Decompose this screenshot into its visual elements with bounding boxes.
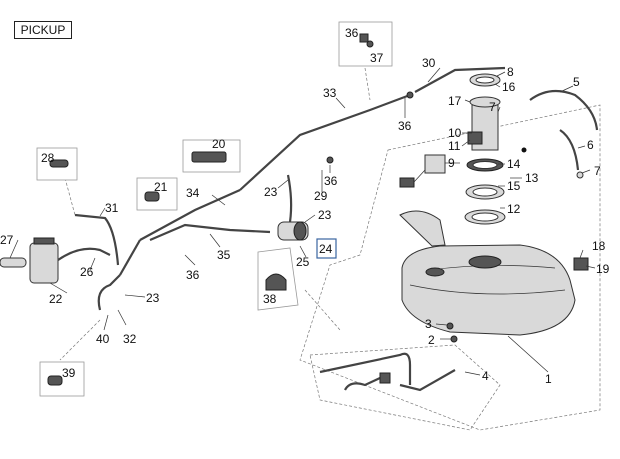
callout-36c: 36 [324, 174, 338, 188]
callout-18: 18 [592, 239, 606, 253]
callout-22: 22 [49, 292, 63, 306]
callout-23c: 23 [146, 291, 160, 305]
callout-33: 33 [323, 86, 337, 100]
breather-hose-5 [529, 89, 599, 131]
callout-8: 8 [507, 65, 514, 79]
bolts-2-3 [446, 322, 458, 343]
leader-lines [9, 67, 596, 376]
canister-hose-40-32 [97, 274, 121, 311]
callout-39: 39 [62, 366, 76, 380]
fuel-level-sender-9 [424, 154, 446, 174]
callout-11: 11 [448, 139, 461, 153]
callout-10: 10 [448, 126, 462, 140]
clip-21 [144, 191, 160, 202]
fuel-line-35b [149, 223, 271, 242]
highlight-box-24 [316, 238, 337, 259]
carbon-canister-22 [29, 242, 59, 284]
canister-hose-31 [74, 213, 120, 266]
callout-23a: 23 [264, 185, 278, 199]
section-title: PICKUP [14, 21, 72, 39]
callout-6: 6 [587, 138, 594, 152]
callout-38: 38 [263, 292, 277, 306]
callout-16: 16 [502, 80, 516, 94]
callout-29: 29 [314, 189, 328, 203]
callout-7a: 7 [594, 164, 601, 178]
ring-14-inner [472, 161, 498, 169]
tank-pump-opening [468, 255, 502, 269]
callout-35: 35 [217, 248, 231, 262]
callout-12: 12 [507, 202, 521, 216]
callout-36a: 36 [345, 26, 359, 40]
tank-filler-neck [399, 210, 446, 247]
callout-7b: 7 [489, 100, 496, 114]
canister-hose-26 [57, 247, 111, 261]
callout-23b: 23 [318, 208, 332, 222]
fuel-tank-rib [409, 284, 566, 295]
clip-38 [265, 273, 287, 291]
callout-36b: 36 [398, 119, 412, 133]
callout-17: 17 [448, 94, 462, 108]
callout-labels: 1 2 3 4 5 6 7 7 8 9 10 11 12 13 14 15 16… [0, 26, 610, 386]
hose-kit-outline [309, 344, 501, 431]
dash-leader-36-37 [364, 67, 371, 101]
callout-21: 21 [154, 180, 168, 194]
callout-19: 19 [596, 262, 610, 276]
callout-3: 3 [425, 317, 432, 331]
fuel-tank [401, 244, 576, 336]
callout-1: 1 [545, 372, 552, 386]
callout-28: 28 [41, 151, 55, 165]
callout-4: 4 [482, 369, 489, 383]
marker-dot [521, 147, 527, 153]
fuel-line-35 [119, 239, 141, 276]
callout-25: 25 [296, 255, 310, 269]
hose-kit-4 [319, 352, 412, 385]
hose-27 [0, 257, 27, 268]
dash-leader-28 [64, 177, 76, 216]
callout-2: 2 [428, 333, 435, 347]
bracket-18-19 [573, 257, 589, 271]
ring-8-16-inner [475, 76, 495, 84]
callout-30: 30 [422, 56, 436, 70]
tank-sensor-opening [425, 267, 445, 277]
dash-leader-39 [59, 319, 101, 361]
callout-36d: 36 [186, 268, 200, 282]
callout-13: 13 [525, 171, 539, 185]
dash-leader-38 [304, 289, 341, 331]
clip-39 [47, 375, 63, 386]
part-box-36-37 [338, 21, 393, 67]
ring-15-inner [472, 187, 498, 197]
callout-24: 24 [319, 242, 333, 256]
fuel-line-33 [239, 93, 411, 191]
callout-34: 34 [186, 186, 200, 200]
callout-37: 37 [370, 51, 384, 65]
callout-27: 27 [0, 233, 14, 247]
pump-module-filter [467, 131, 483, 145]
callout-15: 15 [507, 179, 521, 193]
sender-connector [399, 177, 415, 188]
callout-32: 32 [123, 332, 137, 346]
clamp-20 [191, 151, 227, 163]
callout-14: 14 [507, 157, 521, 171]
callout-9: 9 [448, 156, 455, 170]
callout-5: 5 [573, 75, 580, 89]
callout-20: 20 [212, 137, 226, 151]
tank-group-outline [299, 104, 601, 431]
callout-26: 26 [80, 265, 94, 279]
clip-36-37 [359, 33, 374, 48]
callout-31: 31 [105, 201, 119, 215]
callout-40: 40 [96, 332, 110, 346]
clip-28 [49, 159, 69, 168]
ring-12-inner [471, 212, 499, 222]
fuel-line-34 [139, 188, 241, 241]
fuel-line-30 [414, 66, 506, 93]
